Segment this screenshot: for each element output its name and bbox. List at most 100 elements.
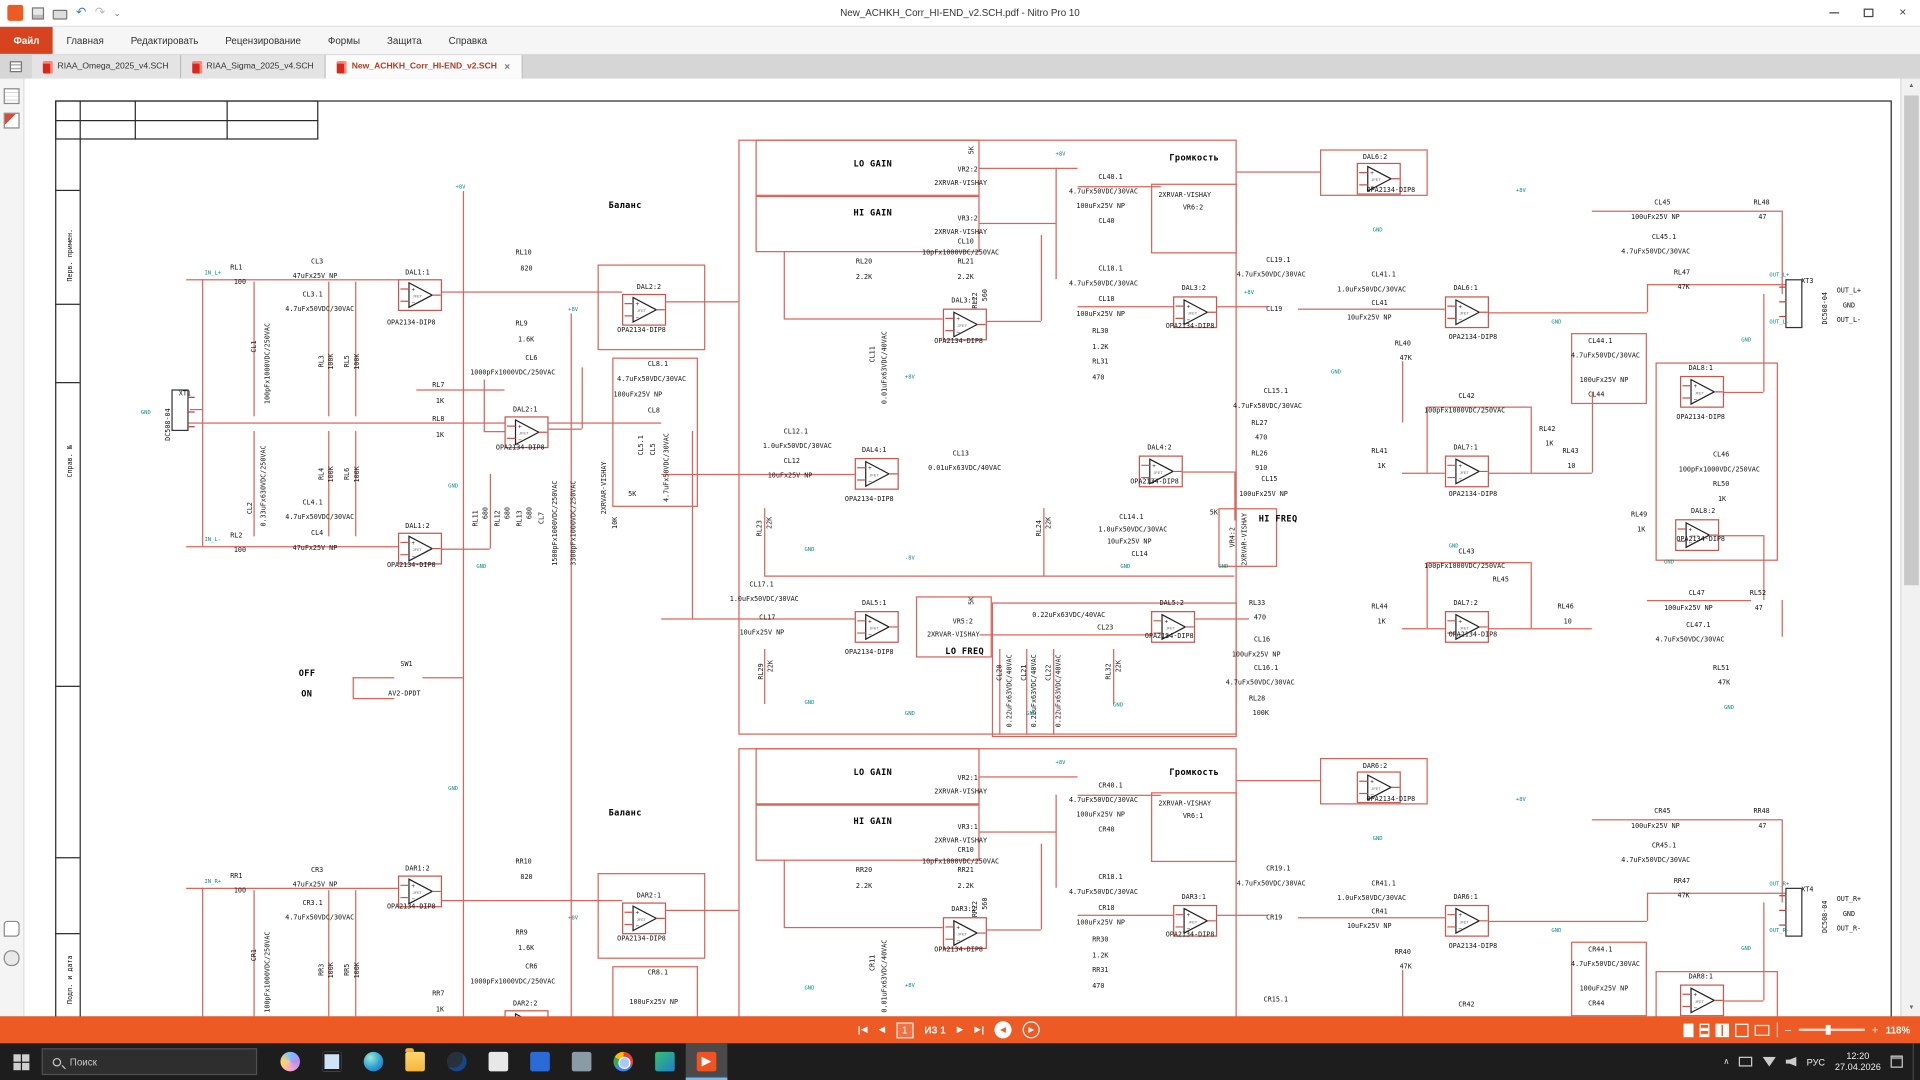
schematic-label: CR18.1: [1098, 874, 1123, 882]
last-page-button[interactable]: ▶: [974, 1025, 984, 1035]
app-icon-green-button[interactable]: [644, 1043, 686, 1080]
schematic-label: Баланс: [608, 808, 642, 818]
edge-icon-button[interactable]: [353, 1043, 395, 1080]
copilot-icon-button[interactable]: [269, 1043, 311, 1080]
menu-item-1[interactable]: Файл: [0, 26, 53, 54]
next-page-button[interactable]: ▶: [957, 1025, 964, 1035]
display-icon[interactable]: [1739, 1056, 1753, 1067]
chrome-icon-button[interactable]: [602, 1043, 644, 1080]
menu-item-4[interactable]: Рецензирование: [225, 34, 301, 46]
pages-panel-icon[interactable]: [3, 88, 20, 105]
maximize-button[interactable]: [1851, 0, 1885, 26]
schematic-label: XT1: [178, 390, 191, 398]
schematic-label: OUT_L-: [1836, 317, 1862, 325]
scrollbar-thumb[interactable]: [1904, 95, 1919, 586]
save-icon[interactable]: [31, 6, 45, 19]
document-tab-2[interactable]: RIAA_Sigma_2025_v4.SCH: [180, 55, 327, 79]
show-desktop-button[interactable]: [1912, 1043, 1918, 1080]
hidden-icons-chevron[interactable]: ∧: [1723, 1057, 1730, 1067]
vertical-scrollbar[interactable]: ▲ ▼: [1900, 78, 1920, 1017]
redo-icon[interactable]: ↷: [94, 6, 106, 20]
schematic-label: RR9: [515, 929, 528, 937]
wire: [979, 222, 1056, 225]
zoom-slider-handle[interactable]: [1825, 1024, 1831, 1035]
network-icon[interactable]: [1762, 1056, 1777, 1067]
two-page-continuous-view-icon[interactable]: [1734, 1023, 1749, 1037]
schematic-label: GND: [1664, 559, 1675, 566]
wire-loop: [1151, 183, 1237, 254]
schematic-label: 2.2K: [957, 274, 974, 282]
menu-item-5[interactable]: Формы: [327, 34, 361, 46]
action-center-icon[interactable]: [1890, 1055, 1903, 1068]
clock[interactable]: 12:20 27.04.2026: [1835, 1050, 1881, 1073]
app-icon-light-button[interactable]: [478, 1043, 520, 1080]
start-button[interactable]: [0, 1043, 42, 1080]
document-tab-1[interactable]: RIAA_Omega_2025_v4.SCH: [31, 55, 181, 79]
document-tab-3[interactable]: New_ACHKH_Corr_HI-END_v2.SCH×: [326, 55, 523, 79]
schematic-label: 47K: [1677, 284, 1690, 292]
schematic-label: VR2:1: [957, 775, 978, 783]
svg-text:+: +: [868, 618, 872, 625]
tab-close-icon[interactable]: ×: [504, 61, 511, 73]
menu-item-6[interactable]: Защита: [386, 34, 422, 46]
nitro-logo[interactable]: [7, 4, 24, 21]
schematic-label: 0.01uFx63VDC/40VAC: [928, 465, 1002, 473]
menu-item-7[interactable]: Справка: [448, 34, 488, 46]
schematic-label: GND: [1551, 319, 1562, 326]
schematic-label: OUT_R+: [1769, 881, 1790, 888]
next-view-button[interactable]: ▶: [1022, 1021, 1040, 1039]
schematic-label: CR44.1: [1588, 946, 1613, 954]
schematic-label: 5K: [628, 491, 637, 499]
app-icon-gray-button[interactable]: [561, 1043, 603, 1080]
zoom-slider[interactable]: [1798, 1024, 1865, 1035]
attachments-panel-icon[interactable]: [3, 950, 20, 967]
file-explorer-icon-button[interactable]: [394, 1043, 436, 1080]
tab-list-icon[interactable]: [9, 61, 23, 73]
task-view-icon-button[interactable]: [311, 1043, 353, 1080]
first-page-button[interactable]: ◀: [858, 1025, 868, 1035]
close-button[interactable]: ×: [1886, 0, 1920, 26]
schematic-label: GND: [1026, 711, 1037, 718]
previous-page-button[interactable]: ◀: [879, 1025, 886, 1035]
opamp-symbol: +−JFET: [1173, 296, 1218, 329]
zoom-out-button[interactable]: –: [1784, 1023, 1792, 1036]
volume-icon[interactable]: [1785, 1056, 1797, 1067]
app-icon-blue-button[interactable]: [519, 1043, 561, 1080]
wire: [1402, 969, 1404, 1017]
schematic-label: GND: [1741, 337, 1752, 345]
minimize-button[interactable]: [1817, 0, 1851, 26]
scroll-down-button[interactable]: ▼: [1908, 1004, 1915, 1012]
current-page-input[interactable]: 1: [896, 1021, 914, 1038]
presentation-view-icon[interactable]: [1754, 1024, 1770, 1036]
toolbar-customize-icon[interactable]: ⌄: [113, 9, 121, 18]
svg-text:−: −: [1187, 317, 1191, 324]
taskbar-search[interactable]: Поиск: [41, 1048, 258, 1076]
clock-time: 12:20: [1846, 1050, 1870, 1062]
menu-item-3[interactable]: Редактировать: [130, 34, 199, 46]
print-icon[interactable]: [52, 9, 68, 19]
scroll-up-button[interactable]: ▲: [1908, 82, 1915, 90]
bookmarks-panel-icon[interactable]: [3, 112, 20, 129]
schematic-label: LO FREQ: [945, 646, 985, 657]
connector-symbol: [171, 389, 195, 432]
schematic-label: +8V: [1055, 151, 1066, 158]
menu-item-2[interactable]: Главная: [66, 34, 104, 46]
zoom-in-button[interactable]: +: [1871, 1023, 1879, 1036]
app-icon-dark-button[interactable]: [436, 1043, 478, 1080]
two-page-view-icon[interactable]: [1715, 1023, 1729, 1037]
language-indicator[interactable]: РУС: [1806, 1056, 1826, 1068]
wire: [416, 389, 505, 391]
undo-icon[interactable]: ↶: [75, 6, 87, 20]
schematic-label: Баланс: [608, 200, 642, 211]
schematic-label: OPA2134-DIP8: [934, 946, 983, 954]
nitro-pdf-icon-button[interactable]: [685, 1043, 728, 1080]
continuous-view-icon[interactable]: [1699, 1023, 1710, 1037]
schematic-label: 820: [520, 265, 533, 274]
wire: [664, 909, 739, 912]
schematic-label: 100uFx25V NP: [1231, 651, 1281, 659]
comments-panel-icon[interactable]: [3, 920, 20, 937]
schematic-label: GND: [448, 786, 459, 793]
single-page-view-icon[interactable]: [1683, 1023, 1694, 1037]
svg-text:+: +: [636, 910, 640, 917]
previous-view-button[interactable]: ◀: [994, 1021, 1012, 1039]
